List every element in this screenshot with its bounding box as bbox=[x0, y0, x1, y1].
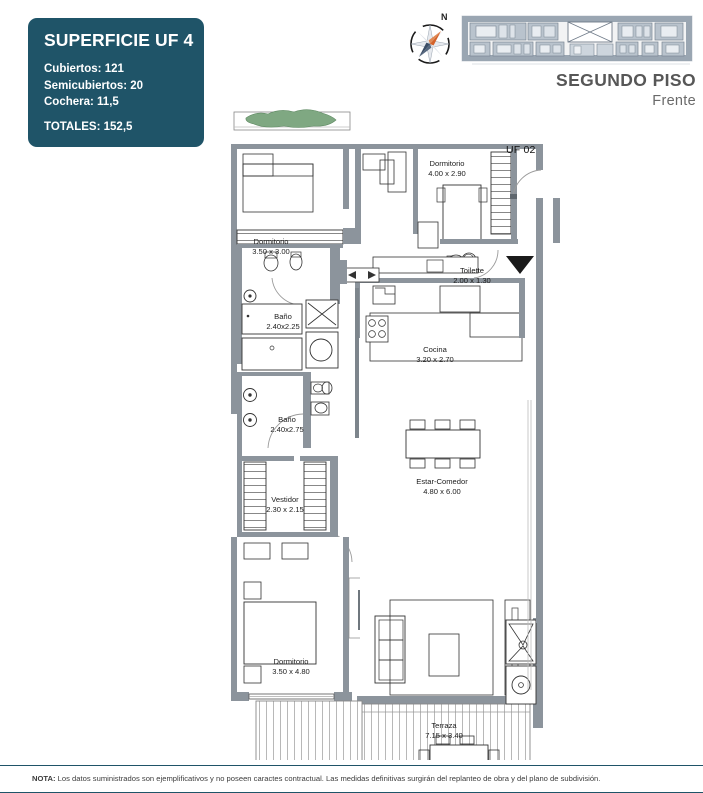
room-dimensions: 3.50 x 3.00 bbox=[252, 246, 290, 256]
footer-note-prefix: NOTA: bbox=[32, 774, 56, 783]
footer-note: NOTA: Los datos suministrados son ejempl… bbox=[32, 774, 600, 783]
room-name: Dormitorio bbox=[273, 657, 309, 666]
surface-info-card: SUPERFICIE UF 4 Cubiertos: 121 Semicubie… bbox=[28, 18, 204, 148]
compass-needle-icon bbox=[419, 31, 441, 57]
room-name: Toilette bbox=[459, 266, 485, 275]
key-plan-side-label: Frente bbox=[652, 92, 696, 109]
entry-door-swing bbox=[512, 169, 542, 198]
room-dimensions: 7.15 x 3.40 bbox=[425, 730, 463, 740]
room-dimensions: 2.40x2.25 bbox=[266, 321, 300, 331]
room-name: Cocina bbox=[423, 345, 447, 354]
key-plan-floor-label: SEGUNDO PISO bbox=[556, 70, 696, 90]
room-name: Terraza bbox=[431, 721, 457, 730]
info-card-title: SUPERFICIE UF 4 bbox=[44, 30, 194, 50]
compass-north-label: N bbox=[441, 12, 448, 22]
room-name: Estar-Comedor bbox=[416, 477, 468, 486]
info-line-cubiertos: Cubiertos: 121 bbox=[44, 63, 124, 76]
uf02-entry-marker bbox=[506, 256, 534, 274]
room-name: Baño bbox=[274, 312, 292, 321]
room-dimensions: 3.50 x 4.80 bbox=[272, 666, 310, 676]
room-dimensions: 2.30 x 2.15 bbox=[266, 504, 304, 514]
entry-arrow-icon bbox=[506, 256, 534, 274]
room-dimensions: 4.80 x 6.00 bbox=[423, 486, 461, 496]
info-line-totales: TOTALES: 152,5 bbox=[44, 121, 133, 134]
room-name: Baño bbox=[278, 415, 296, 424]
top-planter bbox=[233, 109, 351, 131]
key-plan-caption: SEGUNDO PISO Frente bbox=[380, 70, 696, 111]
room-name: Dormitorio bbox=[429, 159, 465, 168]
room-dimensions: 3.20 x 2.70 bbox=[416, 354, 454, 364]
footer-note-bar: NOTA: Los datos suministrados son ejempl… bbox=[0, 765, 703, 793]
planter-shrub-icon bbox=[245, 109, 337, 128]
info-line-semicubiertos: Semicubiertos: 20 bbox=[44, 79, 144, 92]
compass-rose: N bbox=[403, 12, 459, 70]
footer-note-body: Los datos suministrados son ejemplificat… bbox=[55, 774, 601, 783]
info-line-cochera: Cochera: 11,5 bbox=[44, 95, 119, 108]
room-dimensions: 4.00 x 2.90 bbox=[428, 168, 466, 178]
room-dimensions: 2.00 x 1.30 bbox=[453, 275, 491, 285]
room-name: Dormitorio bbox=[253, 237, 289, 246]
room-name: Vestidor bbox=[271, 495, 299, 504]
key-plan-thumbnail bbox=[458, 10, 696, 68]
room-dimensions: 2.40x2.75 bbox=[270, 424, 304, 434]
uf-02-tag: UF 02 bbox=[506, 144, 536, 156]
